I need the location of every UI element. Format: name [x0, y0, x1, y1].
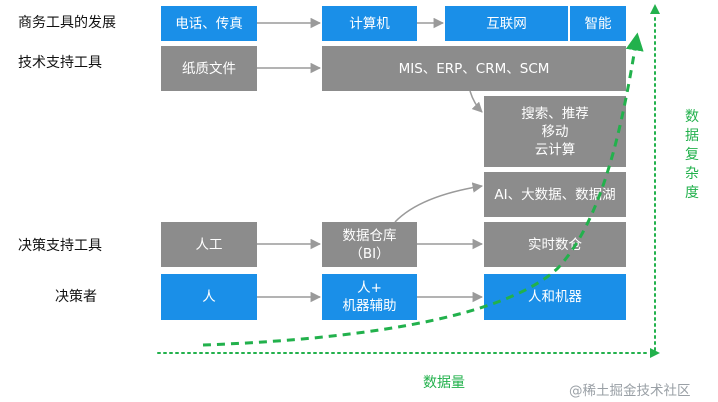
y-axis-label: 数 据 复 杂 度	[683, 108, 701, 203]
y-axis-label-char: 复	[685, 147, 699, 163]
box-smart-label: 智能	[584, 15, 612, 32]
box-warehouse-line2: （BI）	[349, 245, 390, 262]
x-axis-label: 数据量	[423, 375, 465, 391]
box-computer-label: 计算机	[349, 15, 390, 32]
box-data-warehouse-bi: 数据仓库 （BI）	[322, 222, 417, 267]
box-search-mobile-cloud: 搜索、推荐 移动 云计算	[484, 96, 626, 167]
box-human-label: 人	[202, 289, 216, 305]
box-search-line1: 搜索、推荐	[521, 105, 589, 122]
row-label-business-tools: 商务工具的发展	[18, 15, 116, 31]
box-paper-docs-label: 纸质文件	[182, 60, 236, 77]
y-axis-label-char: 度	[685, 185, 699, 201]
y-axis-arrowhead	[650, 4, 660, 14]
box-manual: 人工	[161, 222, 257, 267]
box-internet: 互联网	[445, 6, 568, 41]
box-human-machine-aided: 人+ 机器辅助	[322, 274, 417, 320]
arrow-mis-to-search	[469, 90, 483, 113]
watermark: @稀土掘金技术社区	[569, 383, 691, 399]
box-search-line3: 云计算	[534, 141, 576, 158]
box-human-aided-line1: 人+	[357, 280, 382, 296]
box-human: 人	[161, 274, 257, 320]
box-ai-bigdata-datalake: AI、大数据、数据湖	[484, 172, 626, 217]
box-smart: 智能	[570, 6, 626, 41]
box-internet-label: 互联网	[486, 15, 527, 32]
box-realtime-warehouse: 实时数仓	[484, 222, 626, 267]
box-computer: 计算机	[322, 6, 417, 41]
box-search-line2: 移动	[541, 123, 569, 140]
box-realtime-warehouse-label: 实时数仓	[528, 236, 582, 253]
x-axis-arrowhead	[650, 348, 660, 358]
box-phone-fax: 电话、传真	[161, 6, 257, 41]
box-ai-bigdata-label: AI、大数据、数据湖	[494, 186, 616, 203]
box-mis-erp-crm-scm: MIS、ERP、CRM、SCM	[322, 46, 626, 91]
row-label-decision-makers: 决策者	[55, 289, 97, 305]
box-human-and-machine-label: 人和机器	[528, 289, 582, 305]
box-manual-label: 人工	[195, 236, 223, 253]
row-label-decision-support-tools: 决策支持工具	[18, 238, 102, 254]
y-axis-label-char: 数	[685, 109, 699, 125]
y-axis-label-char: 据	[685, 128, 699, 144]
box-human-aided-line2: 机器辅助	[342, 298, 397, 314]
box-mis-erp-crm-scm-label: MIS、ERP、CRM、SCM	[398, 60, 550, 77]
arrow-warehouse-to-ai	[394, 182, 484, 223]
box-warehouse-line1: 数据仓库	[342, 227, 397, 244]
box-human-and-machine: 人和机器	[484, 274, 626, 320]
box-phone-fax-label: 电话、传真	[175, 15, 243, 32]
y-axis-label-char: 杂	[685, 166, 699, 182]
row-label-tech-support-tools: 技术支持工具	[18, 55, 102, 71]
box-paper-docs: 纸质文件	[161, 46, 257, 91]
